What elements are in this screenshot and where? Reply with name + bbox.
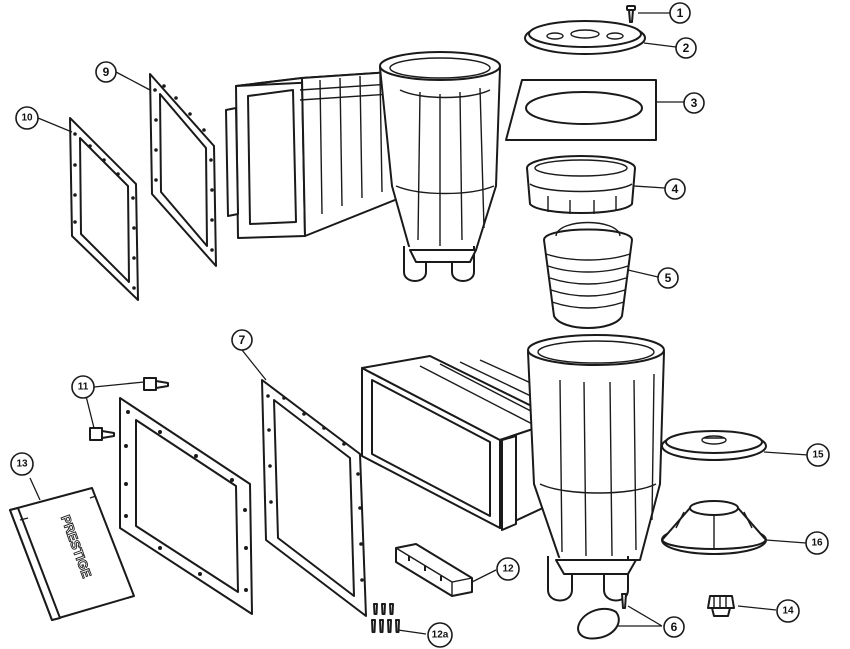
gasket-9 — [149, 73, 217, 267]
screw-1 — [626, 5, 636, 23]
skimmer-body-bottom — [361, 334, 665, 602]
skimmer-body-top — [225, 51, 501, 282]
basket-5 — [543, 221, 633, 329]
callout-label-2: 2 — [683, 41, 690, 55]
face-plate — [119, 397, 253, 615]
callout-label-12: 12 — [502, 564, 514, 575]
callout-label-14: 14 — [782, 606, 794, 617]
callout-label-15: 15 — [812, 450, 824, 461]
callout-label-9: 9 — [103, 65, 110, 79]
callout-12a: 12a — [427, 622, 453, 648]
plug-6 — [577, 593, 627, 640]
callout-14: 14 — [776, 599, 800, 623]
drain-plug-14 — [707, 595, 735, 617]
callout-9: 9 — [95, 61, 117, 83]
leader-lines — [29, 12, 809, 635]
callout-label-16: 16 — [811, 538, 823, 549]
weir-door-13: PRESTIGE — [9, 487, 135, 621]
callout-16: 16 — [805, 531, 829, 555]
screws-11 — [89, 377, 169, 441]
callout-6: 6 — [663, 616, 685, 638]
callout-label-11: 11 — [78, 382, 89, 393]
callout-label-4: 4 — [672, 182, 679, 196]
callout-label-13: 13 — [16, 459, 28, 470]
callout-label-5: 5 — [665, 271, 672, 285]
callout-15: 15 — [806, 443, 830, 467]
callout-5: 5 — [657, 267, 679, 289]
callout-label-10: 10 — [21, 113, 33, 124]
callout-12: 12 — [496, 557, 520, 581]
callout-10: 10 — [15, 106, 39, 130]
lid-2 — [524, 20, 646, 55]
gasket-10 — [69, 117, 139, 301]
adjustable-collar-4 — [526, 155, 636, 214]
callout-7: 7 — [231, 329, 253, 351]
gasket-7 — [261, 379, 367, 617]
vacuum-plate-15 — [661, 430, 767, 461]
callout-11: 11 — [71, 375, 95, 399]
callout-13: 13 — [10, 452, 34, 476]
callout-1: 1 — [669, 2, 691, 24]
callout-4: 4 — [664, 178, 686, 200]
cover-16 — [661, 500, 767, 555]
callout-3: 3 — [683, 92, 705, 114]
callout-label-12a: 12a — [432, 630, 449, 641]
callout-label-3: 3 — [691, 96, 698, 110]
callout-2: 2 — [675, 37, 697, 59]
deck-collar-3 — [505, 79, 657, 141]
screws-12a — [371, 603, 400, 633]
bar-12 — [395, 543, 473, 597]
callout-label-7: 7 — [239, 333, 246, 347]
callout-label-6: 6 — [671, 620, 678, 634]
callout-label-1: 1 — [677, 6, 684, 20]
